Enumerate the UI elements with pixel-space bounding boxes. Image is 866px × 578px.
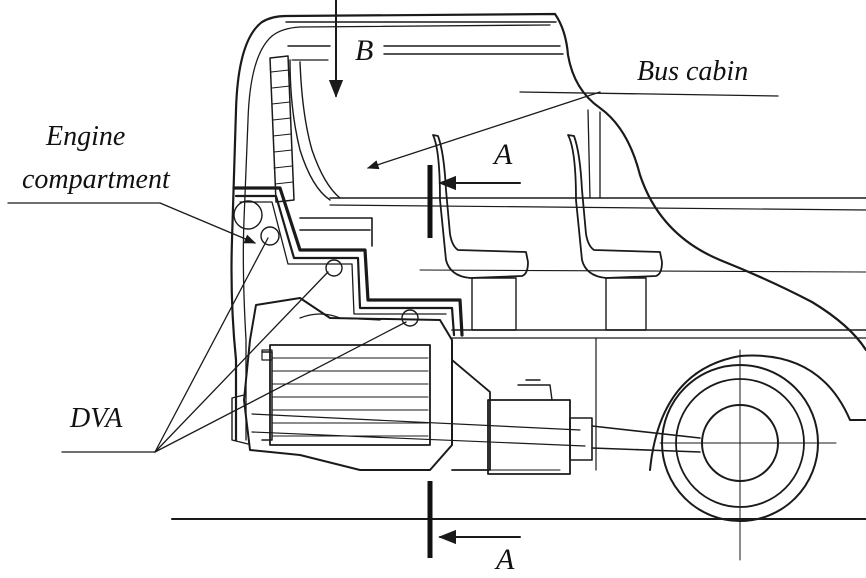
engine-compartment-partition (232, 186, 464, 337)
bus-cabin-leader-line (519, 91, 779, 97)
dva-label: DVA (70, 403, 123, 434)
section-a-bottom-label: A (496, 543, 515, 576)
rear-window-ribs (269, 55, 341, 203)
bus-cabin-leader (366, 91, 601, 170)
view-b-label: B (355, 34, 374, 67)
side-line (419, 269, 866, 273)
window-pillar (587, 109, 601, 199)
dva-leaders (61, 237, 407, 453)
window-belt-line-2 (329, 204, 866, 211)
drive-shaft (251, 413, 701, 453)
bus-cabin-label: Bus cabin (637, 56, 749, 87)
transmission (451, 359, 593, 475)
section-a-top-label: A (494, 138, 513, 171)
engine-block (231, 200, 453, 471)
engine-compartment-label-line1: Engine (46, 121, 126, 152)
bus-body-inner-outline (242, 24, 551, 441)
rear-seat (299, 217, 373, 247)
engine-compartment-label-line2: compartment (22, 164, 170, 195)
rear-wheel (649, 349, 866, 561)
passenger-seat-2 (567, 134, 663, 331)
engine-compartment-leader-2 (159, 202, 257, 244)
bus-body-outline (230, 12, 866, 442)
